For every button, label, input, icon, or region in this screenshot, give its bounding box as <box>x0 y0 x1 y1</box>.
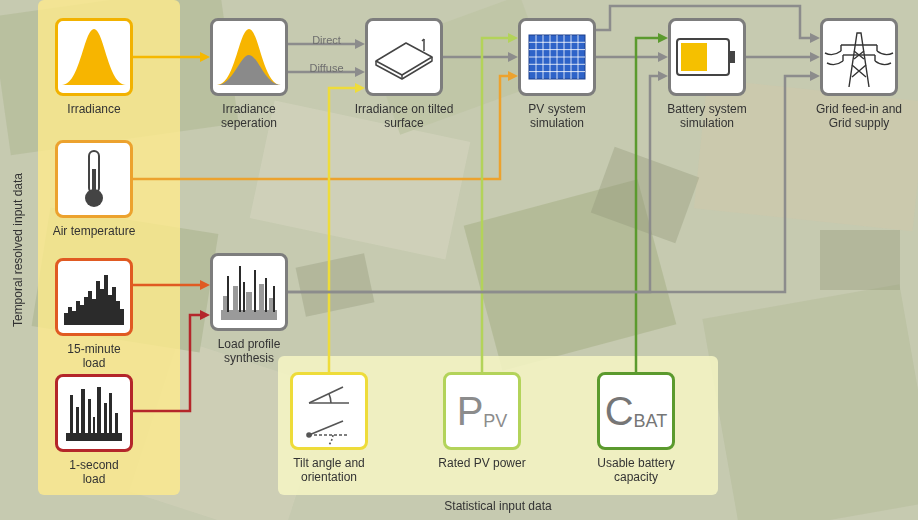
box-frame <box>55 258 133 336</box>
box-label: 15-minute load <box>58 342 130 370</box>
flow-arrow <box>596 56 662 59</box>
box-frame: CBAT <box>597 372 675 450</box>
icon-graphic <box>64 275 124 325</box>
input-box: 15-minute load <box>55 258 133 370</box>
icon-graphic <box>85 151 103 207</box>
box-label: Tilt angle and orientation <box>279 456 379 484</box>
icon-graphic <box>677 39 735 75</box>
box-icon <box>521 21 593 93</box>
box-frame <box>668 18 746 96</box>
parameter-box: PPV Rated PV power <box>422 372 542 470</box>
box-icon <box>368 21 440 93</box>
edge-label: Direct <box>312 34 341 46</box>
box-label: Irradiance on tilted surface <box>344 102 464 130</box>
icon-graphic <box>376 39 432 79</box>
flow-arrow <box>746 56 814 59</box>
flow-arrow <box>133 56 204 59</box>
box-frame <box>518 18 596 96</box>
flow-arrow <box>443 56 512 59</box>
box-icon <box>58 377 130 449</box>
box-icon <box>58 21 130 93</box>
icon-graphic <box>221 266 277 320</box>
process-box: Battery system simulation <box>660 18 755 130</box>
parameter-box: Tilt angle and orientation <box>279 372 379 484</box>
box-icon <box>823 21 895 93</box>
input-box: Air temperature <box>34 140 154 238</box>
box-frame <box>55 18 133 96</box>
box-label: Load profile synthesis <box>209 337 289 365</box>
box-label: Rated PV power <box>422 456 542 470</box>
symbol-letter: C <box>605 391 634 431</box>
box-label: Grid feed-in and Grid supply <box>809 102 909 130</box>
parameter-box: CBAT Usable battery capacity <box>591 372 681 484</box>
process-box: Irradiance seperation <box>199 18 299 130</box>
icon-graphic <box>307 387 349 445</box>
flow-arrow <box>329 88 359 372</box>
box-label: Air temperature <box>34 224 154 238</box>
box-label: Battery system simulation <box>660 102 755 130</box>
panel-title: Temporal resolved input data <box>10 140 26 360</box>
panel-title: Statistical input data <box>278 498 718 514</box>
box-frame <box>820 18 898 96</box>
flow-arrow <box>133 284 204 287</box>
flow-arrow <box>482 38 512 372</box>
box-frame <box>55 140 133 218</box>
edge-label-holder: Direct <box>312 30 341 48</box>
icon-graphic <box>217 29 281 85</box>
process-box: Irradiance on tilted surface <box>344 18 464 130</box>
box-label: Irradiance seperation <box>199 102 299 130</box>
box-icon <box>293 375 365 447</box>
process-box: PV system simulation <box>517 18 597 130</box>
symbol-letter: P <box>457 391 484 431</box>
edge-label-holder: Diffuse <box>309 58 343 76</box>
box-frame <box>55 374 133 452</box>
edge-label: Diffuse <box>309 62 343 74</box>
input-box: 1-second load <box>55 374 133 486</box>
box-frame <box>210 18 288 96</box>
box-label: Usable battery capacity <box>591 456 681 484</box>
input-box: Irradiance <box>39 18 149 116</box>
box-label: 1-second load <box>61 458 127 486</box>
box-frame: PPV <box>443 372 521 450</box>
icon-graphic <box>529 35 585 79</box>
symbol-subscript: BAT <box>634 412 668 430</box>
symbol-subscript: PV <box>483 412 507 430</box>
output-box: Grid feed-in and Grid supply <box>809 18 909 130</box>
box-label: PV system simulation <box>517 102 597 130</box>
icon-graphic <box>62 29 126 85</box>
box-frame <box>210 253 288 331</box>
input-panel: Statistical input dataTilt angle and ori… <box>278 356 718 495</box>
icon-graphic <box>66 387 122 441</box>
flow-arrow <box>133 76 512 179</box>
box-label: Irradiance <box>39 102 149 116</box>
box-frame <box>290 372 368 450</box>
box-frame <box>365 18 443 96</box>
input-panel: Temporal resolved input dataIrradianceAi… <box>38 0 180 495</box>
process-box: Load profile synthesis <box>209 253 289 365</box>
icon-graphic <box>825 33 893 87</box>
box-icon <box>213 256 285 328</box>
box-icon <box>213 21 285 93</box>
box-icon <box>58 261 130 333</box>
flow-arrow <box>288 76 662 292</box>
box-icon <box>671 21 743 93</box>
box-icon <box>58 143 130 215</box>
flow-arrow <box>288 76 814 292</box>
